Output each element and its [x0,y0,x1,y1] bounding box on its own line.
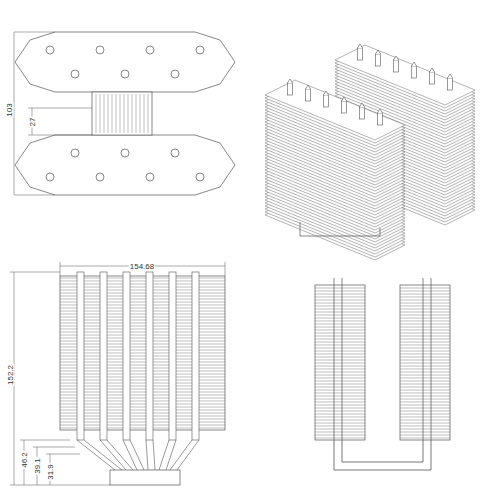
top-view [14,32,235,195]
side-view [315,278,450,470]
dimension-label: 39.1 [33,457,42,475]
dimension-label: 46.2 [20,451,29,469]
dimension-label: 152.2 [6,364,15,386]
dimension-label: 31.9 [46,463,55,481]
dimension-label: 154.68 [129,262,155,271]
isometric-view [265,44,475,260]
dimension-label: 27 [28,117,37,128]
front-view [10,262,225,485]
dimension-label: 103 [5,102,14,117]
